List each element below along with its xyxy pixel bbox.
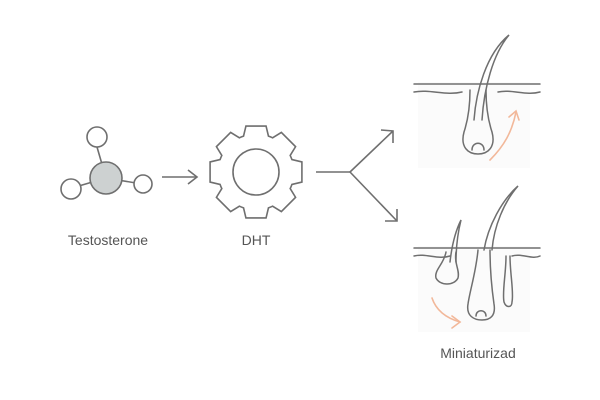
follicle-center bbox=[466, 249, 496, 321]
branch-arrowhead-down bbox=[385, 209, 398, 222]
follicle-sheath bbox=[462, 89, 494, 155]
growth-arrow-up bbox=[489, 109, 520, 161]
arrow-to-dht bbox=[162, 169, 199, 185]
miniaturized-hair-follicle-icon bbox=[413, 185, 541, 332]
molecule-atom-right bbox=[133, 174, 153, 194]
testosterone-molecule-icon bbox=[60, 126, 153, 200]
gear-icon bbox=[209, 125, 303, 219]
dermal-papilla bbox=[471, 142, 485, 151]
small-follicle-left bbox=[435, 251, 460, 285]
thin-hair-left bbox=[449, 219, 462, 263]
testosterone-label: Testosterone bbox=[68, 232, 148, 248]
shrink-arrow-down bbox=[431, 297, 462, 329]
skin-layer-wave-bottom bbox=[413, 254, 541, 259]
branch-arrow bbox=[316, 129, 398, 222]
dht-label: DHT bbox=[242, 232, 271, 248]
gear-hole bbox=[232, 148, 280, 196]
molecule-atom-left bbox=[60, 178, 82, 200]
small-follicle-right bbox=[502, 255, 514, 308]
papilla-center bbox=[475, 310, 487, 317]
healthy-hair-follicle-icon bbox=[413, 34, 541, 168]
molecule-atom-center bbox=[89, 161, 123, 195]
hair-shaft-center bbox=[483, 185, 519, 251]
skin-layer-wave bbox=[413, 90, 541, 95]
gear-outline bbox=[209, 125, 303, 219]
miniaturized-label: Miniaturizad bbox=[440, 345, 515, 361]
branch-arrowhead-up bbox=[380, 129, 394, 143]
molecule-atom-top bbox=[86, 126, 108, 148]
